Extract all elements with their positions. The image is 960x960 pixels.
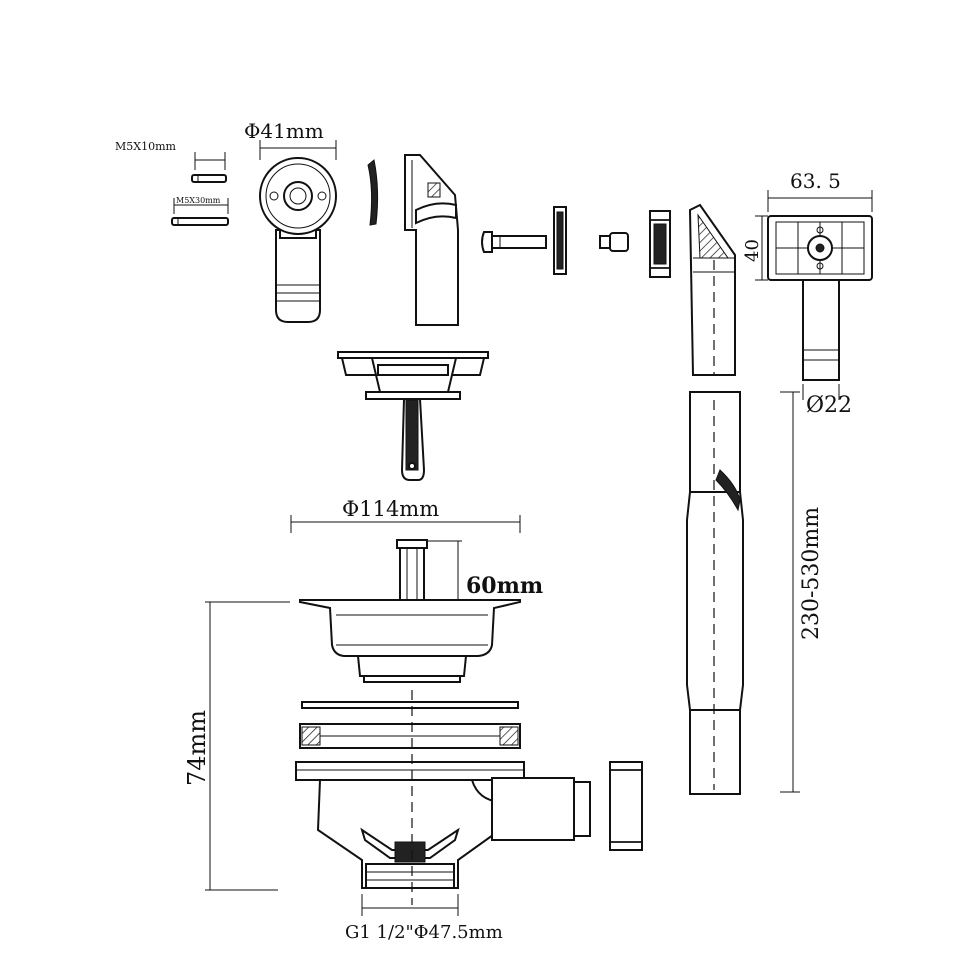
drain-body (295, 761, 591, 889)
flange-ring (299, 723, 521, 749)
overflow-gasket (367, 159, 379, 226)
screw-m5x30-label: M5X30mm (176, 196, 221, 205)
basket-strainer (337, 351, 489, 481)
flexible-hose (686, 391, 744, 795)
height-40-label: 40 (742, 239, 763, 262)
clamp-plate (553, 206, 567, 275)
thread-size-label: G1 1/2"Φ47.5mm (345, 922, 503, 943)
width-63-5-label: 63. 5 (790, 169, 841, 193)
outlet-diameter-22-label: Ø22 (806, 393, 852, 418)
stem-height-60-label: 60mm (466, 573, 543, 599)
pipe-connector-ring (649, 210, 671, 278)
connecting-bolt (481, 231, 547, 253)
screw-m5x30 (171, 198, 229, 226)
strainer-stem-assembly (299, 539, 521, 683)
depth-74-label: 74mm (183, 710, 211, 786)
flange-gasket (301, 701, 519, 709)
overflow-elbow (688, 203, 736, 376)
screw-m5x10-label: M5X10mm (115, 140, 177, 153)
overflow-cap-front (259, 140, 337, 323)
union-nut (609, 761, 643, 851)
basket-diameter-114-label: Φ114mm (342, 497, 439, 521)
overflow-front-view (755, 190, 873, 400)
overflow-body-side (404, 154, 459, 326)
screw-m5x10 (191, 152, 227, 183)
overflow-cap-diameter-label: Φ41mm (244, 119, 324, 143)
hose-length-label: 230-530mm (799, 507, 824, 640)
small-nut (599, 232, 629, 252)
